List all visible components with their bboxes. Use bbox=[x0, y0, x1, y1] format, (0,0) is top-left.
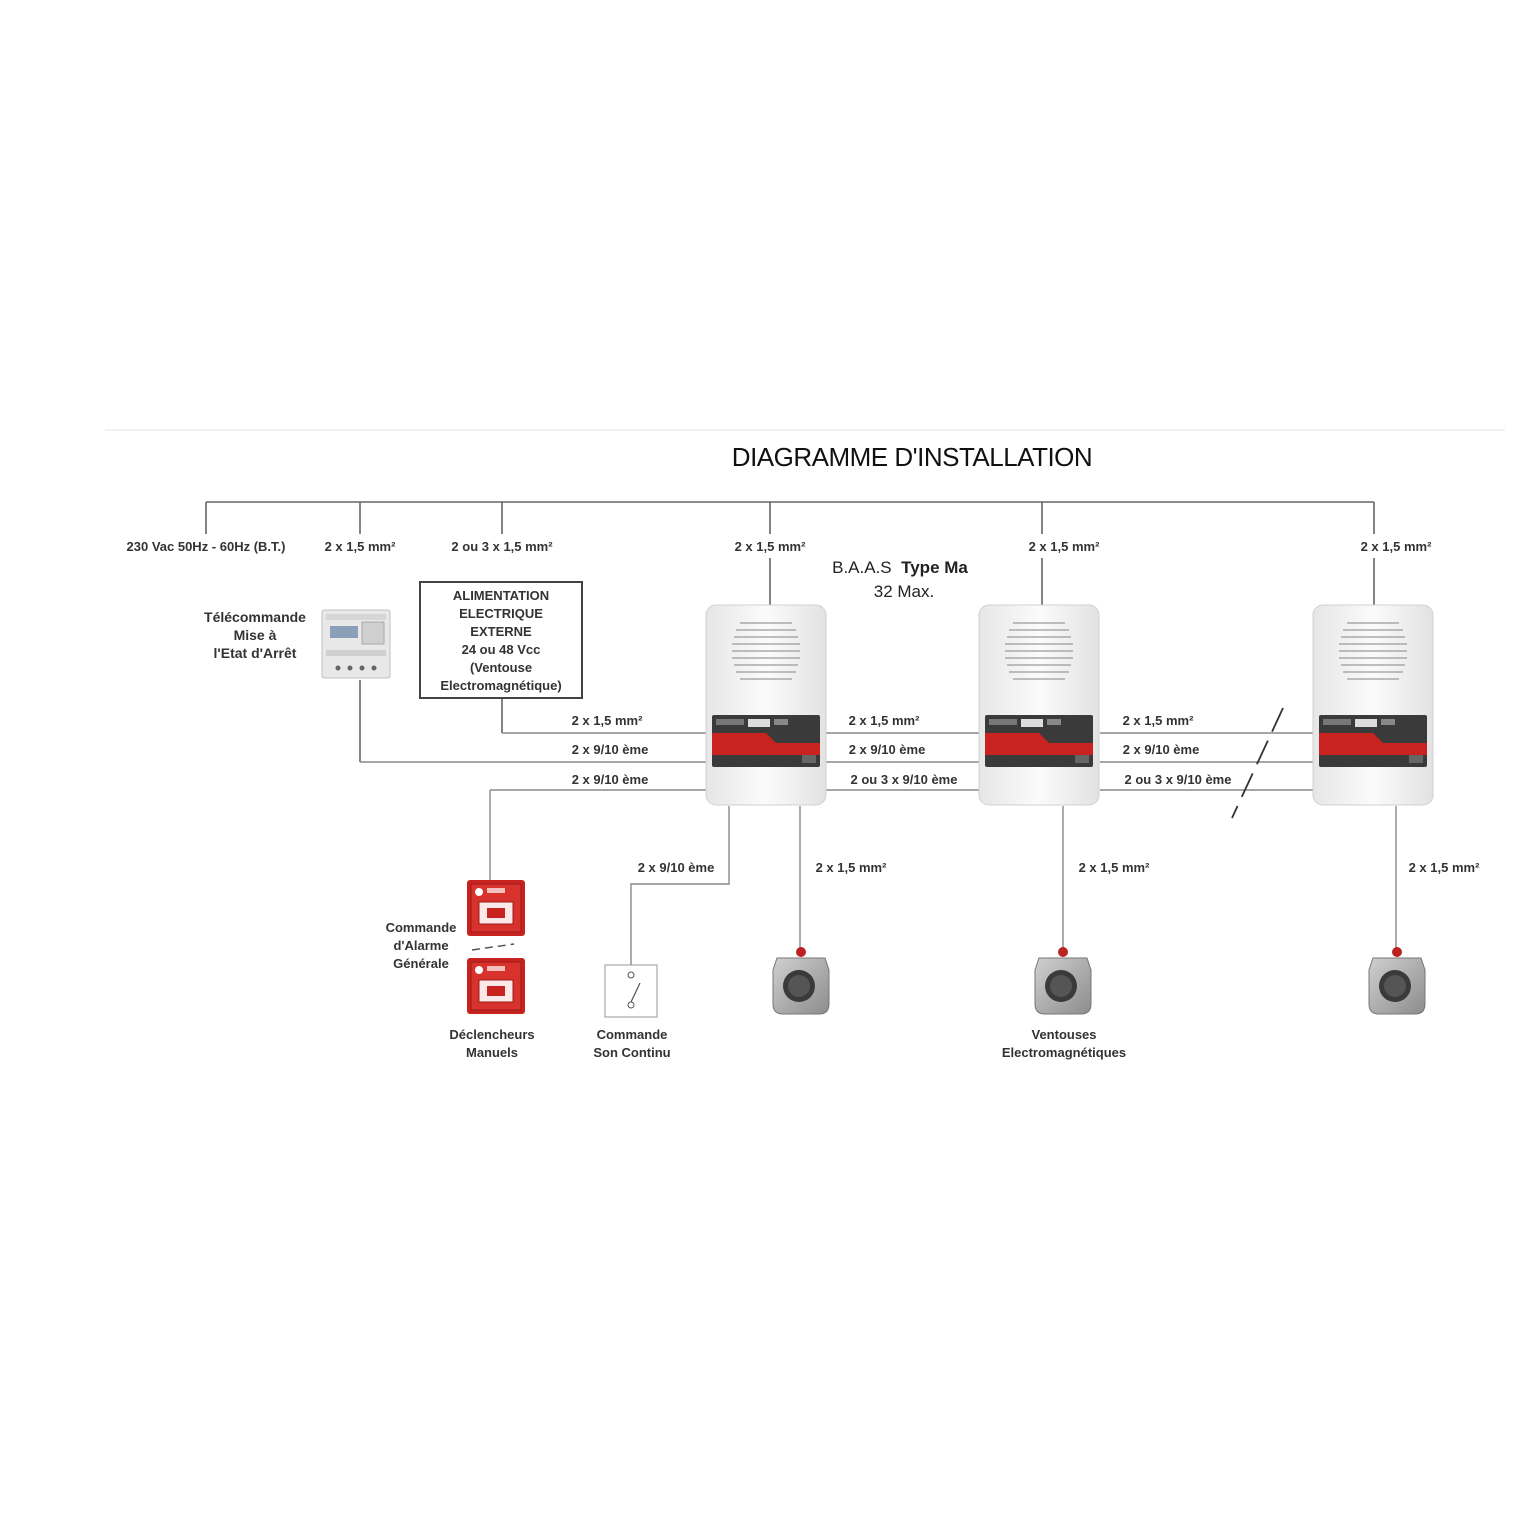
lower-wiring bbox=[489, 790, 1397, 966]
bus3-label-b: 2 x 9/10 ème bbox=[1123, 742, 1200, 757]
svg-text:ALIMENTATION: ALIMENTATION bbox=[453, 588, 549, 603]
svg-text:Electromagnétique): Electromagnétique) bbox=[440, 678, 561, 693]
son-continu-line1: Commande bbox=[597, 1027, 668, 1042]
telecommande-line2: Mise à bbox=[234, 627, 277, 643]
bus2-label-a: 2 x 1,5 mm² bbox=[849, 713, 920, 728]
cable-label-baas1: 2 x 1,5 mm² bbox=[735, 539, 806, 554]
baas-device-3 bbox=[1312, 604, 1434, 806]
call-point-manual-icon bbox=[466, 957, 526, 1015]
baas-device-1 bbox=[705, 604, 827, 806]
bus3-label-c: 2 ou 3 x 9/10 ème bbox=[1125, 772, 1232, 787]
cable-label-baas3: 2 x 1,5 mm² bbox=[1361, 539, 1432, 554]
ventouse-icon-2 bbox=[1034, 946, 1092, 1015]
declencheurs-line1: Déclencheurs bbox=[449, 1027, 534, 1042]
commande-alarme-line1: Commande bbox=[386, 920, 457, 935]
cable-label-ventouse3: 2 x 1,5 mm² bbox=[1409, 860, 1480, 875]
svg-text:ELECTRIQUE: ELECTRIQUE bbox=[459, 606, 543, 621]
son-continu-line2: Son Continu bbox=[593, 1045, 670, 1060]
telecommande-line1: Télécommande bbox=[204, 609, 306, 625]
bus2-label-b: 2 x 9/10 ème bbox=[849, 742, 926, 757]
alimentation-box: ALIMENTATION ELECTRIQUE EXTERNE 24 ou 48… bbox=[419, 581, 583, 699]
cable-label-telecommande: 2 x 1,5 mm² bbox=[325, 539, 396, 554]
svg-text:EXTERNE: EXTERNE bbox=[470, 624, 532, 639]
declencheurs-line2: Manuels bbox=[466, 1045, 518, 1060]
ventouses-line2: Electromagnétiques bbox=[1002, 1045, 1126, 1060]
power-label: 230 Vac 50Hz - 60Hz (B.T.) bbox=[127, 539, 286, 554]
baas-type-label: B.A.A.S Type Ma bbox=[832, 558, 968, 577]
bus3-label-a: 2 x 1,5 mm² bbox=[1123, 713, 1194, 728]
cable-label-ventouse2: 2 x 1,5 mm² bbox=[1079, 860, 1150, 875]
baas-max-label: 32 Max. bbox=[874, 582, 934, 601]
bus-wiring bbox=[360, 707, 1314, 819]
ventouses-line1: Ventouses bbox=[1031, 1027, 1096, 1042]
cable-label-baas2: 2 x 1,5 mm² bbox=[1029, 539, 1100, 554]
cable-label-alimentation: 2 ou 3 x 1,5 mm² bbox=[451, 539, 553, 554]
bus1-label-a: 2 x 1,5 mm² bbox=[572, 713, 643, 728]
switch-icon bbox=[604, 964, 658, 1018]
cable-label-son-continu: 2 x 9/10 ème bbox=[638, 860, 715, 875]
bus1-label-c: 2 x 9/10 ème bbox=[572, 772, 649, 787]
commande-alarme-line2: d'Alarme bbox=[393, 938, 448, 953]
telecommande-line3: l'Etat d'Arrêt bbox=[214, 645, 297, 661]
telecommande-module bbox=[321, 609, 391, 679]
svg-text:24 ou 48 Vcc: 24 ou 48 Vcc bbox=[462, 642, 541, 657]
diagram-title: DIAGRAMME D'INSTALLATION bbox=[732, 442, 1092, 472]
cable-label-ventouse1: 2 x 1,5 mm² bbox=[816, 860, 887, 875]
commande-alarme-line3: Générale bbox=[393, 956, 449, 971]
svg-text:(Ventouse: (Ventouse bbox=[470, 660, 532, 675]
bus2-label-c: 2 ou 3 x 9/10 ème bbox=[851, 772, 958, 787]
call-point-alarm-icon bbox=[466, 879, 526, 937]
ventouse-icon-3 bbox=[1368, 946, 1426, 1015]
baas-device-2 bbox=[978, 604, 1100, 806]
bus1-label-b: 2 x 9/10 ème bbox=[572, 742, 649, 757]
ventouse-icon-1 bbox=[772, 946, 830, 1015]
